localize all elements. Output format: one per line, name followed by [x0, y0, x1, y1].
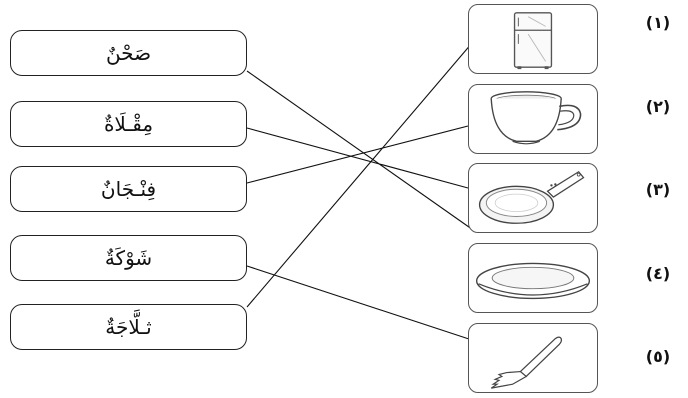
word-box-frying-pan[interactable]: مِقْـلَاةٌ	[10, 101, 247, 147]
picture-number-2: (٢)	[645, 97, 671, 116]
refrigerator-icon	[513, 12, 553, 70]
word-box-plate[interactable]: صَحْنٌ	[10, 30, 247, 76]
word-label: صَحْنٌ	[105, 41, 152, 65]
picture-box-3[interactable]	[468, 163, 598, 233]
match-line-teacup	[246, 125, 469, 184]
word-box-fork[interactable]: شَوْكَةٌ	[10, 235, 247, 281]
picture-box-4[interactable]	[468, 243, 598, 313]
match-line-pan	[246, 127, 469, 189]
word-label: شَوْكَةٌ	[104, 246, 153, 270]
picture-number-4: (٤)	[645, 264, 671, 283]
word-label: ثـلَّاجَةٌ	[105, 315, 152, 339]
match-line-refrigerator	[246, 35, 479, 308]
word-box-cup[interactable]: فِنْـجَانٌ	[10, 166, 247, 212]
word-box-refrigerator[interactable]: ثـلَّاجَةٌ	[10, 304, 247, 350]
picture-box-1[interactable]	[468, 4, 598, 74]
match-line-plate	[246, 70, 477, 233]
word-label: مِقْـلَاةٌ	[103, 112, 154, 136]
match-line-fork	[246, 265, 473, 341]
word-label: فِنْـجَانٌ	[100, 177, 157, 201]
picture-number-3: (٣)	[645, 180, 671, 199]
picture-number-5: (٥)	[645, 347, 671, 366]
picture-number-1: (١)	[645, 13, 671, 32]
teacup-icon	[490, 91, 582, 145]
frying-pan-icon	[478, 170, 585, 224]
plate-icon	[475, 262, 591, 300]
picture-box-2[interactable]	[468, 84, 598, 154]
fork-icon	[490, 336, 563, 389]
picture-box-5[interactable]	[468, 323, 598, 393]
